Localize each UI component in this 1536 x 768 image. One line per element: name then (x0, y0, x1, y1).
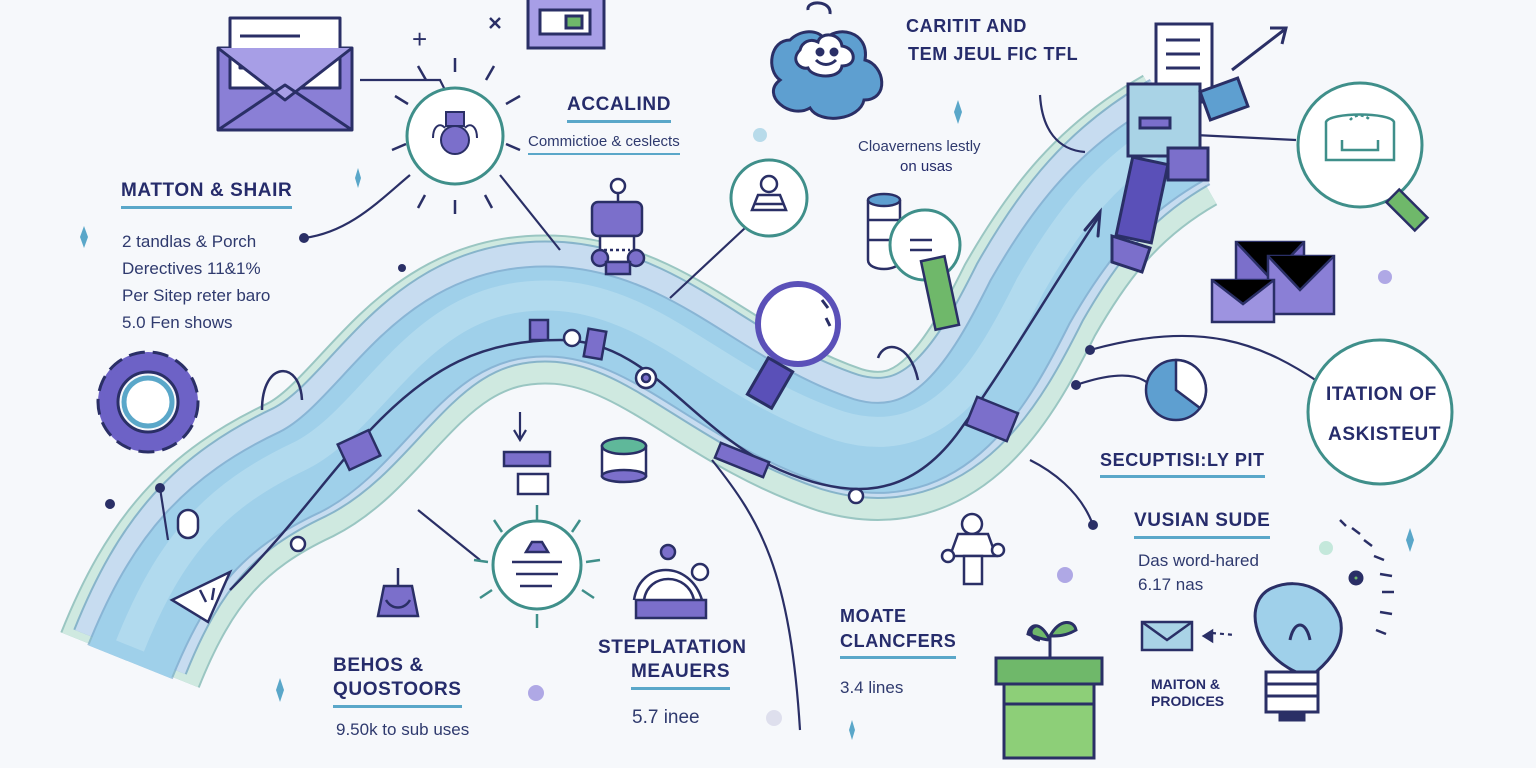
connector-dot (299, 233, 309, 243)
connector-dot (1088, 520, 1098, 530)
background-dots (528, 128, 1392, 726)
robot-small-icon (940, 512, 1006, 586)
top-right-title-line2: TEM JEUL FIC TFL (908, 44, 1079, 64)
stacked-blocks-icon (502, 450, 552, 496)
plus-sign: + (412, 24, 427, 54)
right-lower-item-2: 6.17 nas (1138, 575, 1204, 594)
connector-dot (1085, 345, 1095, 355)
bottom-right-title-line1: MOATE (840, 606, 907, 626)
envelope-stack-icon (1210, 240, 1336, 324)
person-badge-icon (729, 158, 809, 238)
coin-stack-icon (866, 192, 962, 332)
top-right-title-line1: CARITIT AND (906, 16, 1027, 36)
cloud-icon (770, 1, 884, 120)
right-bottom-label-line1: MAITON & (1151, 676, 1220, 692)
bottom-left-title-line2: QUOSTOORS (333, 679, 462, 708)
top-center-title: ACCALIND (567, 94, 672, 123)
top-right-note-line1: Cloavernens lestly (858, 138, 981, 155)
pie-chart-icon (1144, 358, 1208, 422)
bottom-center-title-line2: MEAUERS (631, 661, 731, 690)
sun-list-icon (473, 505, 601, 628)
right-lower-title: VUSIAN SUDE (1134, 510, 1271, 539)
right-bottom-label-line2: PRODICES (1151, 693, 1225, 709)
connector-dot (1071, 380, 1081, 390)
envelope-icon (216, 16, 354, 132)
left-section-title: MATTON & SHAIR (121, 180, 293, 209)
gear-icon (96, 350, 200, 454)
top-right-note-line2: on usas (900, 158, 953, 175)
left-item-1: 2 tandlas & Porch (122, 232, 257, 251)
pill-shape (176, 508, 200, 540)
plant-box-icon (994, 621, 1104, 760)
sparkle-icon (489, 17, 501, 29)
right-lower-item-1: Das word-hared (1138, 551, 1259, 570)
robot-boat-icon (632, 543, 710, 620)
sparkle-icon (105, 264, 406, 509)
robot-figure-icon (590, 177, 646, 276)
connector-lines (158, 78, 1331, 731)
bottom-right-title-line2: CLANCFERS (840, 631, 957, 659)
document-stack-icon (1110, 22, 1288, 274)
left-item-4: 5.0 Fen shows (122, 313, 233, 332)
lightbulb-icon (1253, 519, 1394, 722)
robot-head-icon (391, 58, 521, 214)
left-item-2: Derectives 11&1% (122, 259, 261, 278)
top-center-subtitle: Commictioe & ceslects (528, 133, 680, 156)
right-badge-title-line2: ASKISTEUT (1328, 424, 1442, 445)
river-markers (169, 318, 1020, 624)
bottom-left-item: 9.50k to sub uses (336, 720, 470, 739)
connector-dot (155, 483, 165, 493)
left-item-3: Per Sitep reter baro (122, 286, 271, 305)
drum-icon (600, 436, 648, 484)
bottom-center-item: 5.7 inee (632, 707, 700, 728)
bottom-center-title-line1: STEPLATATION (598, 637, 747, 658)
doodle-arc (876, 345, 920, 381)
bottom-right-item: 3.4 lines (840, 678, 904, 697)
envelope-icon (1140, 620, 1214, 652)
bottom-left-title-line1: BEHOS & (333, 655, 424, 676)
title-badge-circle (1306, 338, 1454, 486)
right-badge-title-line1: ITATION OF (1326, 384, 1437, 405)
magnifier-icon (745, 281, 841, 411)
card-icon (526, 0, 606, 50)
doodle-arc (260, 370, 304, 411)
boat-icon (376, 568, 420, 618)
chart-arrow-icon (1296, 81, 1430, 233)
right-mid-heading: SECUPTISI:LY PIT (1100, 450, 1265, 478)
sparkle-icon (80, 100, 1414, 740)
